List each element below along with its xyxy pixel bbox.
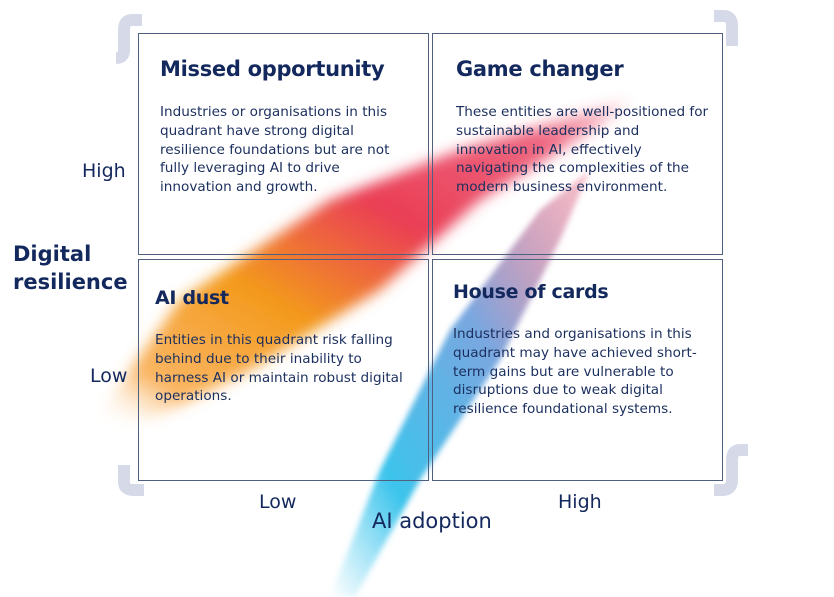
warm-streak [95,100,630,420]
quadrant-description: Industries or organisations in this quad… [160,104,390,196]
y-axis-title: Digital resilience [13,240,128,296]
quadrant-title: House of cards [453,281,609,303]
y-axis-title-line2: resilience [13,270,128,294]
bracket-bottom-left [118,465,144,496]
quadrant-house-of-cards [432,259,723,481]
quadrant-description: Industries and organisations in this qua… [453,326,697,418]
bracket-top-right [714,10,738,46]
quadrant-missed-opportunity [138,33,429,255]
y-axis-low-label: Low [90,365,128,387]
x-axis-title: AI adoption [372,509,492,533]
quadrant-title: AI dust [155,287,229,309]
quadrant-description: Entities in this quadrant risk falling b… [155,332,403,405]
bracket-bottom-right [714,444,748,496]
x-axis-low-label: Low [259,491,297,513]
quadrant-description: These entities are well-positioned for s… [456,104,709,196]
quadrant-ai-dust [138,259,429,481]
quadrant-title: Game changer [456,57,624,81]
y-axis-title-line1: Digital [13,242,92,266]
x-axis-high-label: High [558,491,602,513]
quadrant-title: Missed opportunity [160,57,385,81]
y-axis-high-label: High [82,160,126,182]
bracket-top-left [115,14,142,64]
cool-streak [330,170,590,597]
quadrant-game-changer [432,33,723,255]
